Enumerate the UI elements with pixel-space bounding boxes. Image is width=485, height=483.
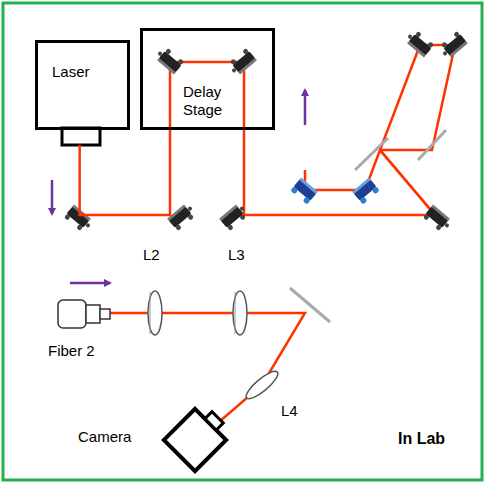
- node-label: Laser: [52, 63, 122, 81]
- delay-stage-box: Delay Stage: [140, 28, 275, 130]
- node-label: Delay Stage: [183, 83, 241, 119]
- location-label: In Lab: [398, 430, 445, 448]
- camera-label: Camera: [78, 428, 131, 445]
- laser-box: Laser: [35, 40, 130, 130]
- lens-label: L4: [281, 402, 298, 419]
- beam-path: [80, 130, 170, 215]
- lens-label: L2: [143, 246, 160, 263]
- lens-label: L3: [228, 246, 245, 263]
- fiber-label: Fiber 2: [48, 342, 95, 359]
